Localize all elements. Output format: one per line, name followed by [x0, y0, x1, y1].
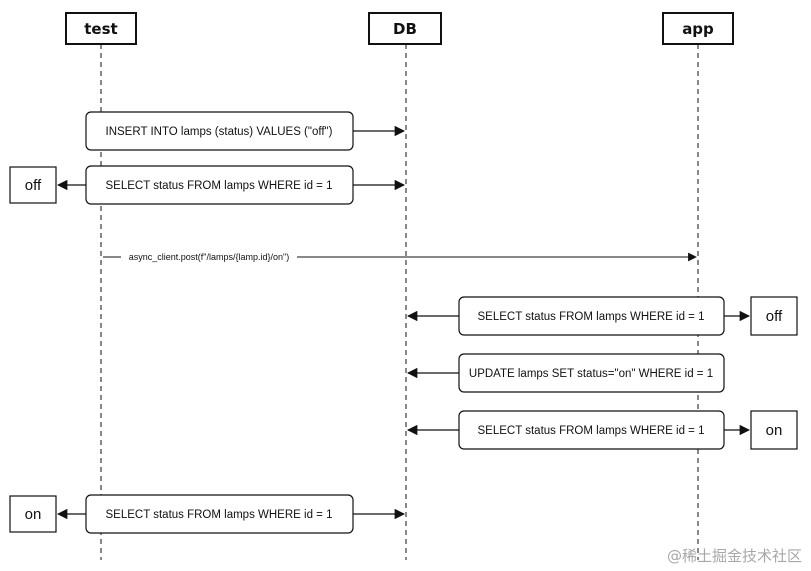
actor-app: app [662, 12, 734, 45]
result-app-off-label: off [766, 308, 783, 325]
result-test-on-label: on [25, 506, 42, 523]
watermark-text: @稀土掘金技术社区 [667, 547, 802, 565]
message-select-final-label: SELECT status FROM lamps WHERE id = 1 [106, 509, 333, 521]
message-select-1-label: SELECT status FROM lamps WHERE id = 1 [106, 180, 333, 192]
actor-db-label: DB [393, 20, 417, 38]
message-insert: INSERT INTO lamps (status) VALUES ("off"… [85, 111, 406, 151]
message-app-select-2-label: SELECT status FROM lamps WHERE id = 1 [478, 425, 705, 437]
message-select-1: SELECT status FROM lamps WHERE id = 1 [56, 165, 406, 205]
result-box-app-off: off [750, 296, 798, 336]
actor-test-label: test [84, 20, 117, 38]
result-test-off-label: off [25, 177, 42, 194]
message-post-label: async_client.post(f"/lamps/{lamp.id}/on"… [129, 252, 289, 262]
message-select-final: SELECT status FROM lamps WHERE id = 1 [56, 494, 406, 534]
actor-test: test [65, 12, 137, 45]
actor-db: DB [368, 12, 442, 45]
message-insert-label: INSERT INTO lamps (status) VALUES ("off"… [106, 126, 333, 138]
message-post: async_client.post(f"/lamps/{lamp.id}/on"… [103, 251, 697, 263]
message-app-select-2: SELECT status FROM lamps WHERE id = 1 [406, 410, 751, 450]
result-box-app-on: on [750, 410, 798, 450]
message-app-update-label: UPDATE lamps SET status="on" WHERE id = … [469, 368, 713, 380]
message-app-select-1-label: SELECT status FROM lamps WHERE id = 1 [478, 311, 705, 323]
result-box-test-off: off [9, 166, 57, 204]
actor-app-label: app [682, 20, 714, 38]
message-app-select-1: SELECT status FROM lamps WHERE id = 1 [406, 296, 751, 336]
message-app-update: UPDATE lamps SET status="on" WHERE id = … [406, 353, 725, 393]
result-app-on-label: on [766, 422, 783, 439]
result-box-test-on: on [9, 495, 57, 533]
